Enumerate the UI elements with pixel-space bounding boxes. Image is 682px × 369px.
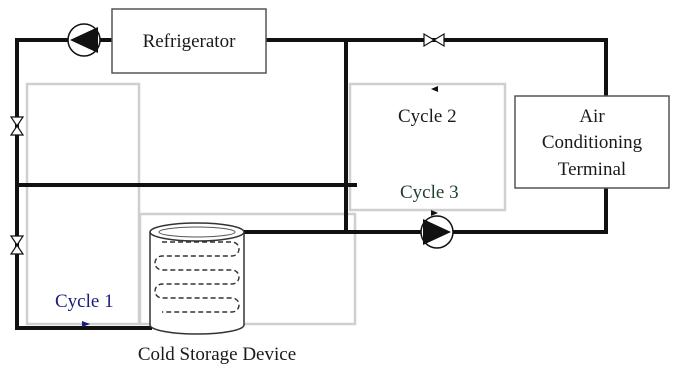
terminal-label-line-2: Conditioning	[542, 132, 643, 153]
cycle-3-loop	[138, 212, 357, 326]
valve-icon	[9, 116, 25, 136]
cycle-3-label: Cycle 3	[400, 182, 459, 203]
cycle-2-label: Cycle 2	[398, 106, 457, 127]
cold-storage-device: Cold Storage Device	[138, 222, 296, 365]
valve-icon	[9, 235, 25, 255]
cycle-3-arrow	[431, 210, 438, 216]
valve-icon	[423, 32, 445, 48]
cold-storage-coil	[154, 241, 240, 313]
terminal-label-line-3: Terminal	[558, 159, 626, 180]
cycle-2-loop	[348, 82, 507, 212]
cycle-1-arrow	[82, 321, 90, 327]
pump-icon	[420, 215, 454, 249]
pump-icon	[67, 23, 101, 57]
terminal-label-line-1: Air	[579, 106, 605, 127]
cycle-1-loop	[25, 82, 141, 326]
refrigerator-label: Refrigerator	[143, 31, 237, 52]
cycle-1-label: Cycle 1	[55, 291, 114, 312]
left-pipe	[15, 38, 152, 330]
refrigerator: Refrigerator	[111, 8, 267, 74]
cycle-2-arrow	[431, 86, 438, 92]
cold-storage-device-label: Cold Storage Device	[138, 344, 296, 365]
flow-arrows	[82, 86, 438, 327]
air-conditioning-terminal: Air Conditioning Terminal	[514, 95, 670, 189]
